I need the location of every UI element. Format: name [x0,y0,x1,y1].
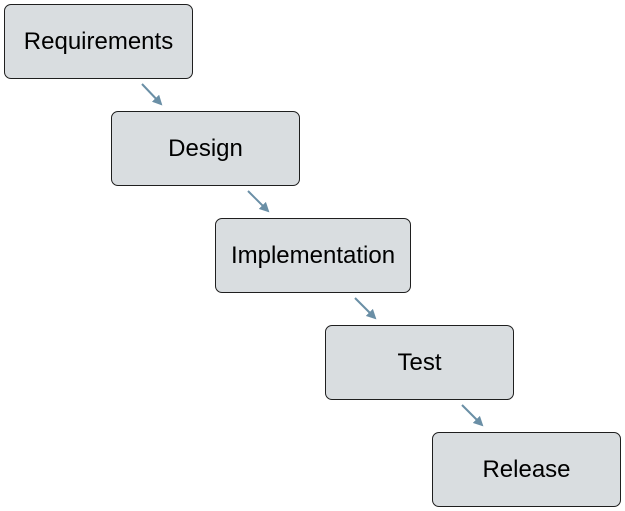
step-label: Requirements [23,27,174,55]
step-label: Design [168,134,243,162]
arrow-design-to-implementation [247,190,270,213]
step-design: Design [111,111,300,186]
arrow-implementation-to-test [354,297,377,320]
step-requirements: Requirements [4,4,193,79]
arrow-test-to-release [461,404,484,427]
step-label: Release [482,455,571,483]
arrow-requirements-to-design [141,83,163,106]
step-release: Release [432,432,621,507]
step-implementation: Implementation [215,218,411,293]
step-test: Test [325,325,514,400]
step-label: Implementation [230,241,396,269]
step-label: Test [397,348,442,376]
